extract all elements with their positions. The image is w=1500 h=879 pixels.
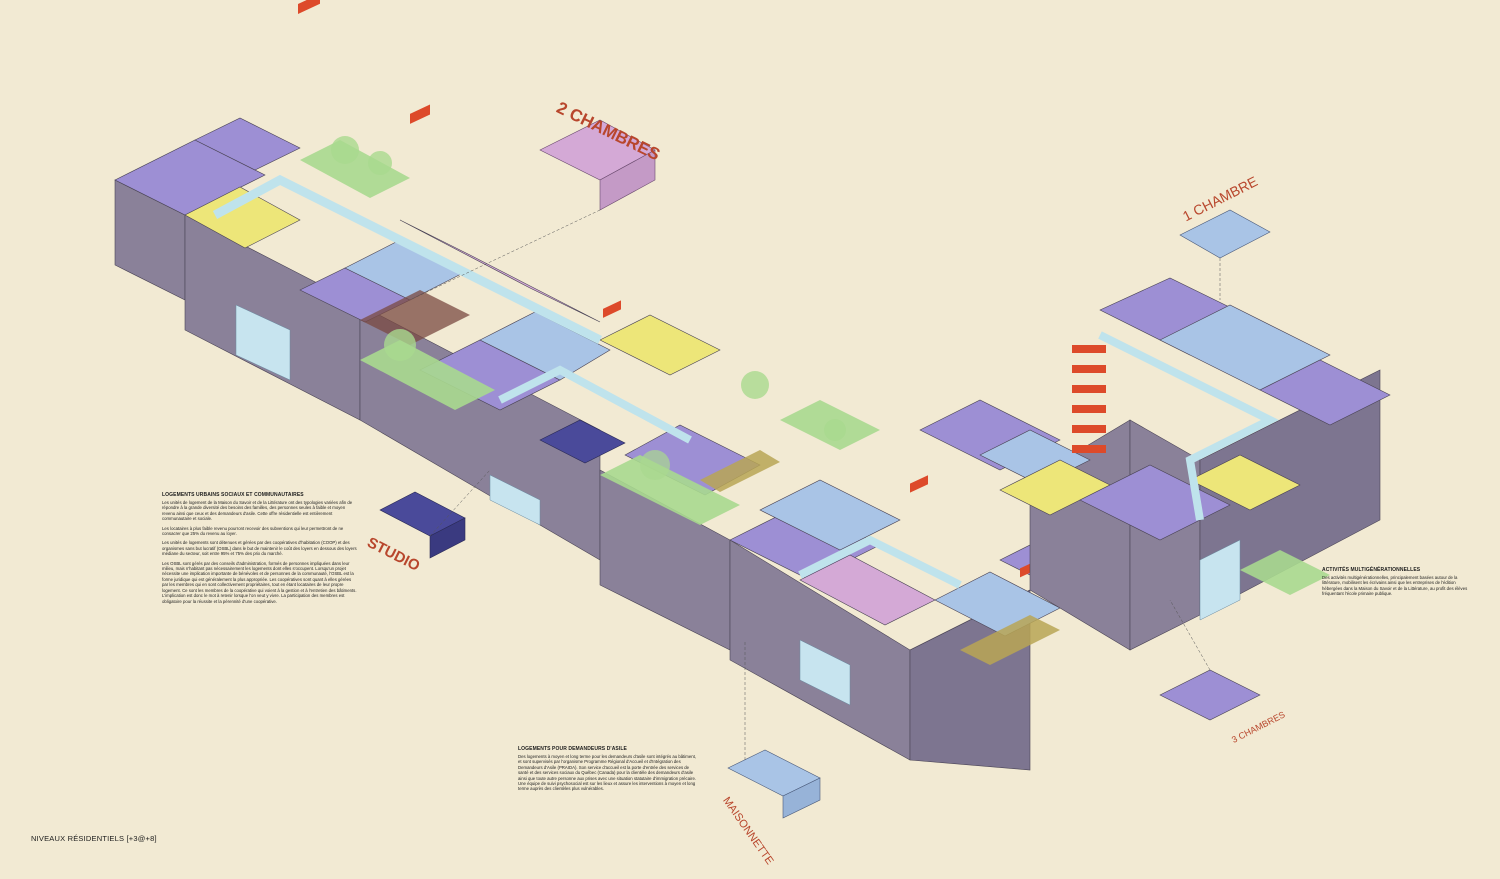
left-wing — [114, 0, 1101, 771]
leader-line — [409, 209, 601, 301]
roof-blue — [479, 311, 611, 381]
corridor — [1098, 331, 1279, 521]
stair — [910, 475, 928, 493]
block-title: LOGEMENTS URBAINS SOCIAUX ET COMMUNAUTAI… — [162, 492, 304, 498]
roof-purple — [184, 186, 301, 249]
glazing — [799, 639, 851, 706]
corridor — [212, 174, 603, 345]
stair — [1072, 425, 1106, 433]
roof-purple — [1259, 359, 1391, 426]
tree — [824, 419, 846, 441]
stair — [1072, 345, 1106, 353]
stair — [1072, 385, 1106, 393]
facade — [184, 214, 361, 421]
typology-callouts — [379, 119, 1271, 819]
tree — [331, 136, 359, 164]
block-paragraph: Les unités de logements sont détenues et… — [162, 540, 357, 557]
block-title: LOGEMENTS POUR DEMANDEURS D'ASILE — [518, 746, 627, 752]
right-wing — [919, 277, 1391, 651]
unit-maisonnette-side — [782, 777, 821, 819]
unit-1ch — [1179, 209, 1271, 259]
tree — [384, 329, 416, 361]
unit-3ch — [1159, 669, 1261, 721]
roof-yellow — [599, 314, 721, 376]
room — [360, 290, 470, 345]
roof-pink — [399, 219, 601, 323]
stair — [410, 104, 430, 124]
tree — [640, 450, 670, 480]
corridor — [498, 365, 692, 444]
footer-level-label: NIVEAUX RÉSIDENTIELS [+3@+8] — [31, 834, 157, 843]
stair — [1072, 405, 1106, 413]
block-paragraph: Les OSBL sont gérés par des conseils d'a… — [162, 560, 357, 604]
garden — [1240, 550, 1330, 595]
stair — [298, 0, 320, 15]
roof-navy — [539, 419, 626, 464]
glazing — [235, 304, 291, 381]
corridor — [798, 535, 962, 589]
glazing — [489, 474, 541, 526]
unit-2ch-side — [599, 149, 656, 211]
roof-purple — [194, 117, 301, 171]
unit-studio-side — [429, 517, 466, 559]
text-block-logements-sociaux: LOGEMENTS URBAINS SOCIAUX ET COMMUNAUTAI… — [162, 492, 357, 608]
garden — [300, 140, 410, 198]
stair — [603, 300, 621, 318]
roof-purple — [1079, 464, 1231, 541]
stair — [1072, 445, 1106, 453]
roof-purple — [114, 139, 266, 216]
block-paragraph: Des logements à moyen et long terme pour… — [518, 754, 697, 792]
tree — [741, 371, 769, 399]
room — [700, 450, 780, 492]
tree — [368, 151, 392, 175]
roof-blue — [759, 479, 901, 551]
leader-line — [1169, 599, 1211, 671]
roof-yellow — [1189, 454, 1301, 511]
block-paragraph: Des activités multigénérationnelles, pri… — [1322, 575, 1468, 597]
block-paragraph: Les locataires à plus faible revenu pour… — [162, 525, 344, 537]
roof-blue — [1159, 304, 1331, 391]
text-block-demandeurs-asile: LOGEMENTS POUR DEMANDEURS D'ASILE Des lo… — [518, 746, 698, 796]
text-block-activites: ACTIVITÉS MULTIGÉNÉRATIONNELLES Des acti… — [1322, 567, 1472, 601]
glazing — [1199, 539, 1241, 621]
room — [960, 615, 1060, 665]
stair — [1072, 365, 1106, 373]
garden — [600, 455, 740, 525]
block-title: ACTIVITÉS MULTIGÉNÉRATIONNELLES — [1322, 567, 1421, 573]
block-paragraph: Les unités de logement de la Maison du S… — [162, 500, 353, 522]
